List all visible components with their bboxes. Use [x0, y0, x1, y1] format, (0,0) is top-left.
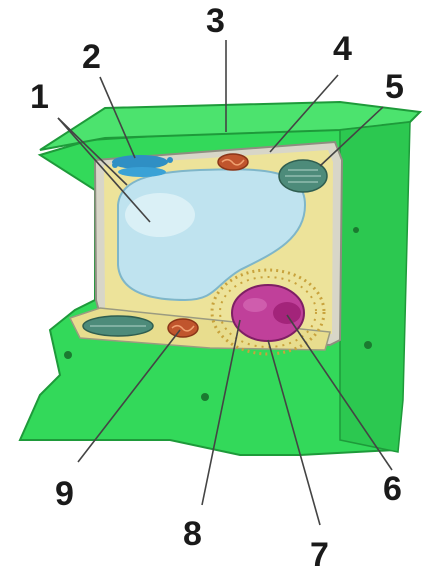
label-6: 6 — [383, 470, 402, 508]
label-3: 3 — [206, 2, 225, 40]
label-1: 1 — [30, 78, 49, 116]
chloroplast-bottom — [83, 316, 153, 336]
nucleus — [232, 285, 304, 341]
label-8: 8 — [183, 515, 202, 553]
label-2: 2 — [82, 38, 101, 76]
cell-wall-side — [340, 122, 410, 452]
chloroplast-top — [279, 160, 327, 192]
mitochondrion-bottom — [168, 319, 198, 337]
label-5: 5 — [385, 68, 404, 106]
mitochondrion-top — [218, 154, 248, 170]
label-9: 9 — [55, 475, 74, 513]
label-7: 7 — [310, 536, 329, 574]
label-4: 4 — [333, 30, 352, 68]
